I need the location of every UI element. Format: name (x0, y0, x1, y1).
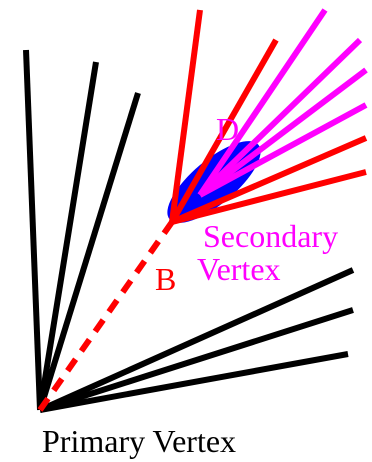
b-decay-track-3 (170, 135, 368, 225)
label-d: D (216, 111, 239, 147)
primary-tracks (23, 49, 355, 413)
primary-track-2 (37, 61, 99, 411)
primary-track-6 (39, 351, 349, 413)
label-b: B (155, 261, 176, 297)
d-decay-track-3 (198, 67, 368, 198)
d-decay-track-1 (197, 8, 328, 197)
primary-track-4 (38, 267, 355, 413)
d-decay-track-4 (198, 102, 368, 198)
b-decay-track-4 (171, 169, 367, 225)
label-secondary: Secondary (203, 218, 338, 254)
d-decay-track-2 (197, 37, 363, 198)
b-decay-track-2 (169, 38, 279, 224)
label-vertex: Vertex (197, 251, 281, 287)
primary-track-5 (39, 307, 354, 413)
b-decay-track-1 (169, 9, 203, 223)
d-decay-tracks (197, 8, 368, 198)
primary-track-1 (23, 49, 43, 411)
b-decay-tracks (169, 9, 368, 225)
label-primary-vertex: Primary Vertex (42, 423, 236, 459)
primary-track-3 (37, 92, 141, 411)
